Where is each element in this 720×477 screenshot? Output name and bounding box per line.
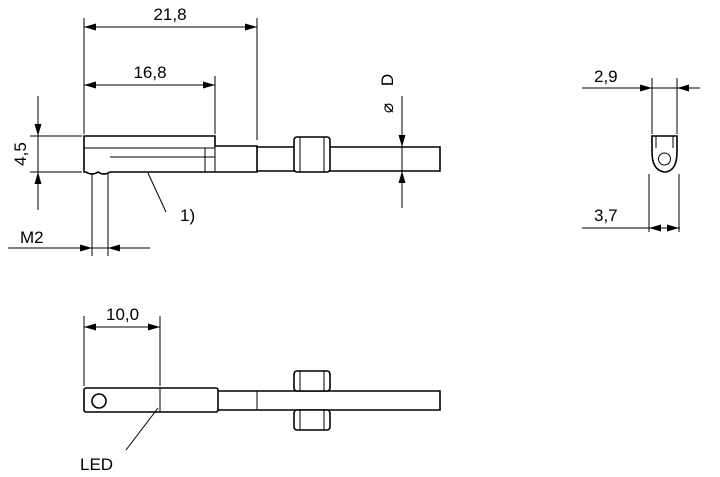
- dim-cable-diameter: D: [378, 74, 397, 86]
- cable-ferrule-lower: [293, 409, 331, 431]
- dim-thread: M2: [20, 228, 44, 247]
- diameter-symbol: ⌀: [378, 103, 397, 113]
- end-view: 2,9 3,7: [582, 67, 700, 232]
- sensor-end-profile: [651, 135, 678, 173]
- dim-end-total: 3,7: [594, 206, 618, 225]
- sensor-housing-top: [83, 387, 219, 413]
- led-label: LED: [80, 455, 113, 474]
- dim-height: 4,5: [11, 142, 30, 166]
- note-ref: 1): [180, 206, 195, 225]
- dim-led-position: 10,0: [106, 305, 139, 324]
- top-view: 10,0 LED: [80, 305, 441, 474]
- mounting-hole: [91, 393, 107, 409]
- side-view: 21,8 16,8 4,5 M2 1) ⌀ D: [8, 5, 441, 256]
- cable-ferrule-upper: [293, 370, 331, 392]
- cable-ferrule: [293, 136, 331, 173]
- cable-side: [257, 146, 441, 172]
- dim-end-width: 2,9: [594, 67, 618, 86]
- sensor-housing-side: [83, 135, 258, 175]
- cable-top: [218, 390, 441, 411]
- dim-body-length: 16,8: [133, 63, 166, 82]
- dim-total-length: 21,8: [153, 5, 186, 24]
